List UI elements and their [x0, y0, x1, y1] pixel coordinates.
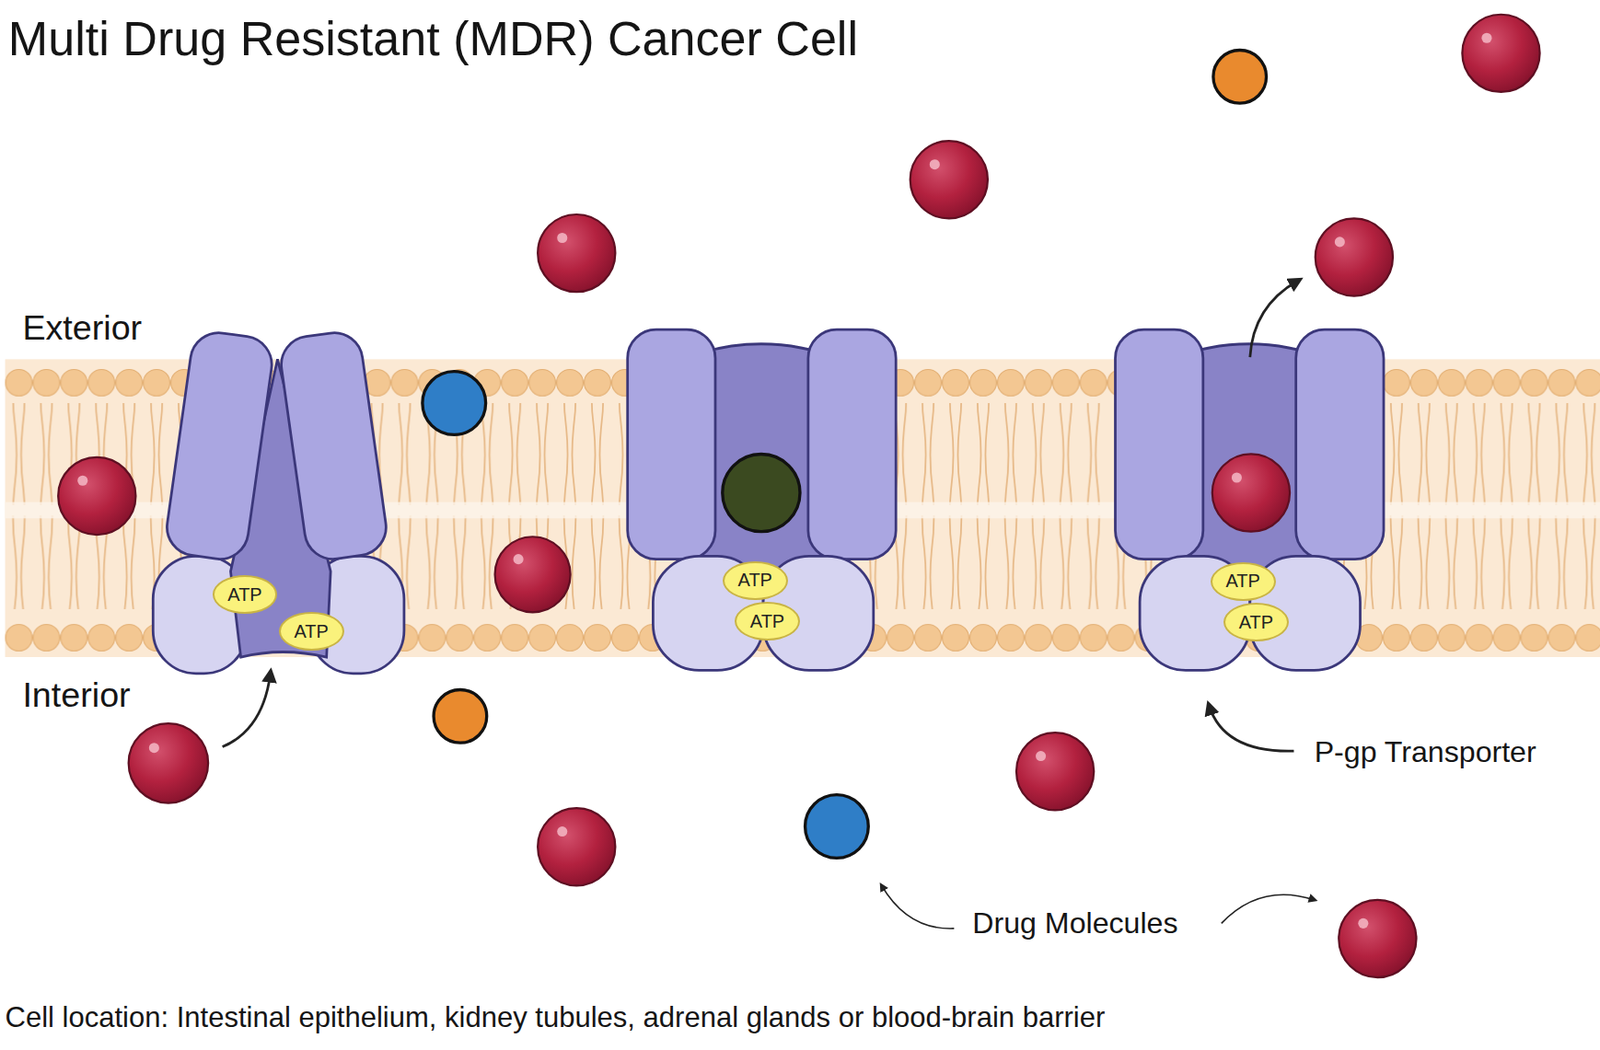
highlight — [556, 232, 568, 244]
flow-arrow — [1250, 280, 1299, 358]
tm-arm — [627, 329, 716, 559]
tm-arm — [1296, 329, 1384, 559]
highlight — [556, 826, 568, 837]
callout-label: P-gp Transporter — [1314, 735, 1537, 770]
highlight — [1231, 472, 1242, 483]
drug-molecule — [537, 808, 615, 886]
atp-label: ATP — [750, 611, 785, 633]
transporter-bound — [627, 329, 897, 671]
atp-oval: ATP — [1210, 562, 1276, 602]
region-label: Exterior — [22, 308, 142, 348]
flow-arrow — [222, 673, 271, 748]
atp-oval: ATP — [1223, 602, 1289, 642]
drug-molecule — [1338, 900, 1416, 978]
highlight — [929, 159, 940, 170]
atp-label: ATP — [1239, 612, 1274, 634]
drug-molecule — [1212, 453, 1290, 532]
highlights — [77, 33, 1492, 929]
diagram-title: Multi Drug Resistant (MDR) Cancer Cell — [8, 11, 858, 68]
arrows — [222, 280, 1315, 929]
orange-molecule — [1213, 50, 1267, 105]
drug-molecule — [910, 140, 988, 219]
transporter-open-inward — [152, 329, 405, 674]
tm-arm — [808, 329, 896, 559]
highlight — [1481, 33, 1492, 44]
atp-oval: ATP — [734, 602, 800, 641]
highlight — [1334, 236, 1345, 247]
diagram-caption: Cell location: Intestinal epithelium, ki… — [5, 1001, 1106, 1035]
leader-arrow — [881, 885, 955, 929]
highlight — [149, 742, 160, 754]
drug-molecules — [57, 14, 1540, 978]
atp-label: ATP — [293, 621, 328, 643]
drug-molecule — [495, 536, 571, 613]
orange-molecule — [433, 690, 487, 744]
leader-arrow — [1221, 894, 1315, 924]
blue-molecule — [422, 371, 487, 436]
callout-label: Drug Molecules — [972, 906, 1178, 941]
highlight — [77, 475, 88, 487]
tm-arm — [278, 329, 391, 564]
drug-molecule — [1016, 732, 1094, 811]
atp-label: ATP — [738, 569, 773, 592]
highlight — [1035, 751, 1046, 762]
tm-arm — [1115, 329, 1204, 559]
leader-arrow — [1208, 706, 1294, 752]
drug-molecule — [537, 214, 615, 292]
blue-molecule — [805, 795, 870, 859]
drug-molecule — [1461, 14, 1540, 93]
highlight — [1357, 918, 1369, 929]
atp-label: ATP — [1225, 570, 1260, 592]
atp-oval: ATP — [722, 561, 789, 601]
drug-molecule — [722, 453, 800, 532]
tm-arm — [162, 329, 276, 564]
drug-molecule — [128, 723, 209, 803]
drug-molecule — [1315, 218, 1393, 296]
region-label: Interior — [22, 675, 130, 716]
other-molecules — [422, 50, 1267, 859]
atp-oval: ATP — [278, 612, 345, 651]
drug-molecule — [57, 457, 136, 535]
transporter-open-outward — [1115, 329, 1385, 671]
highlight — [513, 554, 524, 565]
atp-label: ATP — [227, 584, 262, 606]
